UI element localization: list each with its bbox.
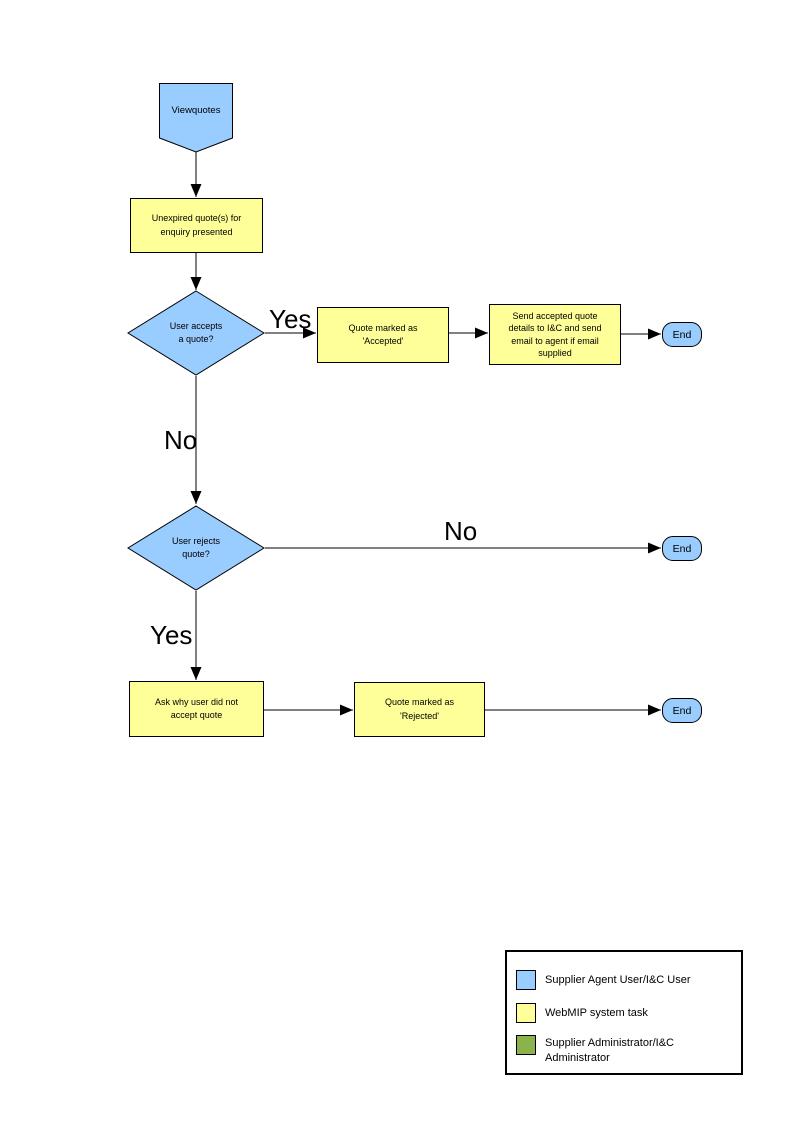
- legend-swatch-supplier-admin: [516, 1035, 536, 1055]
- node-ask-why-not-accept: Ask why user did not accept quote: [129, 681, 264, 737]
- node-quote-marked-rejected-label: Quote marked as 'Rejected': [384, 697, 455, 721]
- node-decision-user-rejects-label: User rejects quote?: [171, 535, 220, 559]
- legend-label-supplier-admin: Supplier Administrator/I&C Administrator: [545, 1037, 674, 1065]
- legend-swatch-webmip-task: [516, 1003, 536, 1023]
- pentagon-shape: [159, 83, 233, 153]
- node-unexpired-quotes: Unexpired quote(s) for enquiry presented: [130, 198, 263, 253]
- node-ask-why-not-accept-label: Ask why user did not accept quote: [154, 696, 239, 720]
- node-end-2-label: End: [672, 542, 692, 555]
- legend-label-supplier-agent-user: Supplier Agent User/I&C User: [545, 974, 691, 986]
- node-end-1: End: [662, 322, 702, 347]
- node-quote-marked-accepted: Quote marked as 'Accepted': [317, 307, 449, 363]
- edge-label-rejects-no: No: [444, 516, 478, 546]
- node-end-3: End: [662, 698, 702, 723]
- diamond-shape: [127, 290, 265, 376]
- node-start-viewquotes: Viewquotes: [159, 83, 233, 153]
- edge-label-accepts-no: No: [164, 425, 198, 455]
- node-unexpired-quotes-label: Unexpired quote(s) for enquiry presented: [151, 213, 242, 237]
- node-end-2: End: [662, 536, 702, 561]
- node-quote-marked-rejected: Quote marked as 'Rejected': [354, 682, 485, 737]
- edge-label-rejects-yes: Yes: [150, 620, 193, 650]
- node-end-1-label: End: [672, 328, 692, 341]
- node-end-3-label: End: [672, 704, 692, 717]
- legend-label-webmip-task: WebMIP system task: [545, 1007, 648, 1019]
- legend-swatch-supplier-agent-user: [516, 970, 536, 990]
- node-decision-user-accepts: User accepts a quote?: [127, 290, 265, 376]
- node-decision-user-rejects: User rejects quote?: [127, 505, 265, 591]
- node-quote-marked-accepted-label: Quote marked as 'Accepted': [348, 322, 418, 346]
- edge-label-accepts-yes: Yes: [269, 304, 312, 334]
- diamond-shape: [127, 505, 265, 591]
- start-label: Viewquotes: [171, 105, 221, 116]
- legend: Supplier Agent User/I&C User WebMIP syst…: [505, 950, 743, 1075]
- node-send-accepted-details-label: Send accepted quote details to I&C and s…: [508, 311, 602, 358]
- node-decision-user-accepts-label: User accepts a quote?: [169, 320, 223, 344]
- node-send-accepted-details: Send accepted quote details to I&C and s…: [489, 304, 621, 365]
